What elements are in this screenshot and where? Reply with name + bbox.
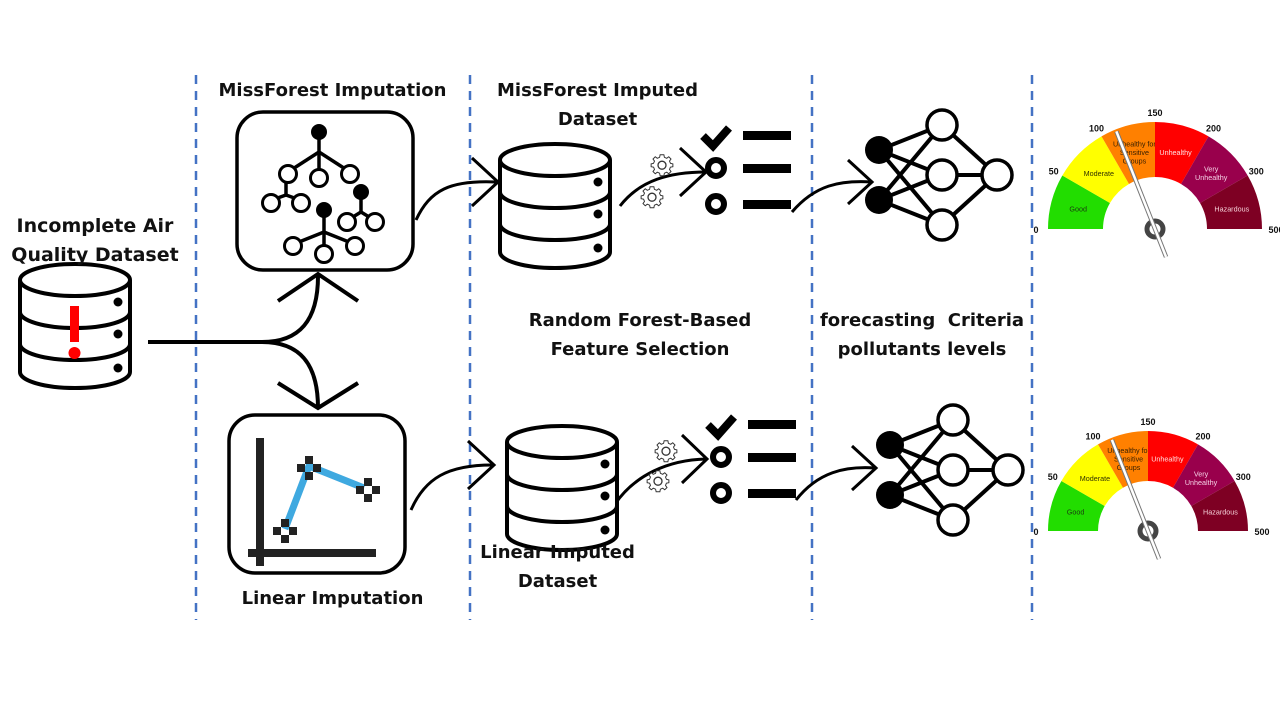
neural-network-icon <box>863 108 1014 242</box>
database-icon <box>498 142 612 270</box>
gauge-segment <box>1062 136 1129 203</box>
connector-arrows <box>409 146 879 511</box>
gauge-segment-label: Hazardous <box>1214 204 1249 213</box>
gauge-segment-label: Groups <box>1123 157 1147 166</box>
label-linear-imputation: Linear Imputation <box>241 588 424 609</box>
gauge-segment <box>1200 175 1262 229</box>
label-line: Random Forest-Based <box>528 310 752 331</box>
gauge-tick-label: 300 <box>1236 472 1251 482</box>
gauge-segment-label: Good <box>1067 508 1085 517</box>
gauge-segment-label: Groups <box>1117 463 1141 472</box>
label-incomplete-dataset: Incomplete Air Quality Dataset <box>0 212 190 270</box>
gauge-segment-label: Very <box>1204 165 1219 174</box>
gauge-tick-label: 50 <box>1048 472 1058 482</box>
label-linear-imputed-dataset: Linear Imputed Dataset <box>470 538 645 596</box>
gauge-segment-label: Unhealthy <box>1195 173 1228 182</box>
gauge-tick-label: 50 <box>1049 167 1059 177</box>
gauge-tick-label: 100 <box>1089 124 1104 134</box>
database-warning-icon <box>18 262 132 390</box>
decision-tree-forest-icon <box>235 110 415 272</box>
label-line: forecasting Criteria <box>819 310 1025 331</box>
database-icon <box>505 424 619 552</box>
gauge-segment-label: Sensitive <box>1114 455 1143 464</box>
gauge-segment-label: Unhealthy for <box>1107 446 1150 455</box>
gauge-segment <box>1048 481 1105 531</box>
gauge-segment <box>1181 136 1248 203</box>
gauge-segment <box>1191 481 1248 531</box>
gauge-needle-inner <box>1115 130 1168 258</box>
gauge-segment <box>1061 444 1123 506</box>
label-line: pollutants levels <box>837 339 1007 360</box>
stage-dividers <box>194 75 1034 620</box>
gauge-tick-label: 500 <box>1268 225 1280 235</box>
gauge-tick-label: 500 <box>1254 527 1269 537</box>
neural-network-icon <box>874 403 1025 537</box>
gauge-tick-label: 100 <box>1085 432 1100 442</box>
label-line: Quality Dataset <box>11 244 179 266</box>
gauge-segment-label: Very <box>1194 470 1209 479</box>
label-line: Dataset <box>557 109 638 130</box>
checklist-icon <box>708 417 796 501</box>
gauge-segment-label: Good <box>1069 204 1087 213</box>
gauge-segment-label: Hazardous <box>1203 508 1238 517</box>
gauge-tick-label: 0 <box>1033 527 1038 537</box>
label-feature-selection: Random Forest-Based Feature Selection <box>505 306 775 364</box>
gauge-segment <box>1101 122 1155 184</box>
gauge-tick-label: 200 <box>1195 432 1210 442</box>
gauge-segment <box>1148 431 1198 488</box>
gauge-segment-label: Moderate <box>1080 474 1110 483</box>
label-line: Incomplete Air <box>16 215 174 237</box>
gauge-tick-label: 150 <box>1140 417 1155 427</box>
label-forecasting: forecasting Criteria pollutants levels <box>812 306 1032 364</box>
line-chart-icon <box>227 413 407 575</box>
gauge-segment-label: Unhealthy <box>1159 148 1192 157</box>
gauge-tick-label: 150 <box>1147 108 1162 118</box>
gauge-segment-label: Unhealthy for <box>1113 140 1156 149</box>
label-missforest-imputed-dataset: MissForest Imputed Dataset <box>470 76 725 134</box>
checklist-icon <box>703 128 791 212</box>
gauge-tick-label: 300 <box>1249 167 1264 177</box>
label-line: Linear Imputed <box>480 542 635 563</box>
gauge-tick-label: 200 <box>1206 124 1221 134</box>
gauge-segment-label: Moderate <box>1084 169 1114 178</box>
label-line: Feature Selection <box>550 339 730 360</box>
gauge-needle-inner <box>1110 439 1161 560</box>
gauge-tick-label: 0 <box>1033 225 1038 235</box>
aqi-gauge-icon: Good Moderate Unhealthy forSensitiveGroups… <box>1033 417 1270 560</box>
gauge-segment-label: Unhealthy <box>1151 455 1184 464</box>
gauge-segment <box>1048 175 1110 229</box>
gauge-hub <box>1137 520 1159 542</box>
label-missforest-imputation: MissForest Imputation <box>218 80 447 101</box>
gauge-segment <box>1155 122 1209 184</box>
gauge-segment <box>1173 444 1235 506</box>
label-line: Dataset <box>517 571 598 592</box>
gauge-segment <box>1098 431 1148 488</box>
gauge-segment-label: Unhealthy <box>1185 478 1218 487</box>
label-line: MissForest Imputed <box>497 80 698 101</box>
gauge-hub <box>1144 218 1166 240</box>
aqi-gauge-icon: Good Moderate Unhealthy forSensitiveGroups… <box>1033 108 1280 258</box>
fork-arrow <box>148 271 360 411</box>
gauge-segment-label: Sensitive <box>1120 148 1149 157</box>
